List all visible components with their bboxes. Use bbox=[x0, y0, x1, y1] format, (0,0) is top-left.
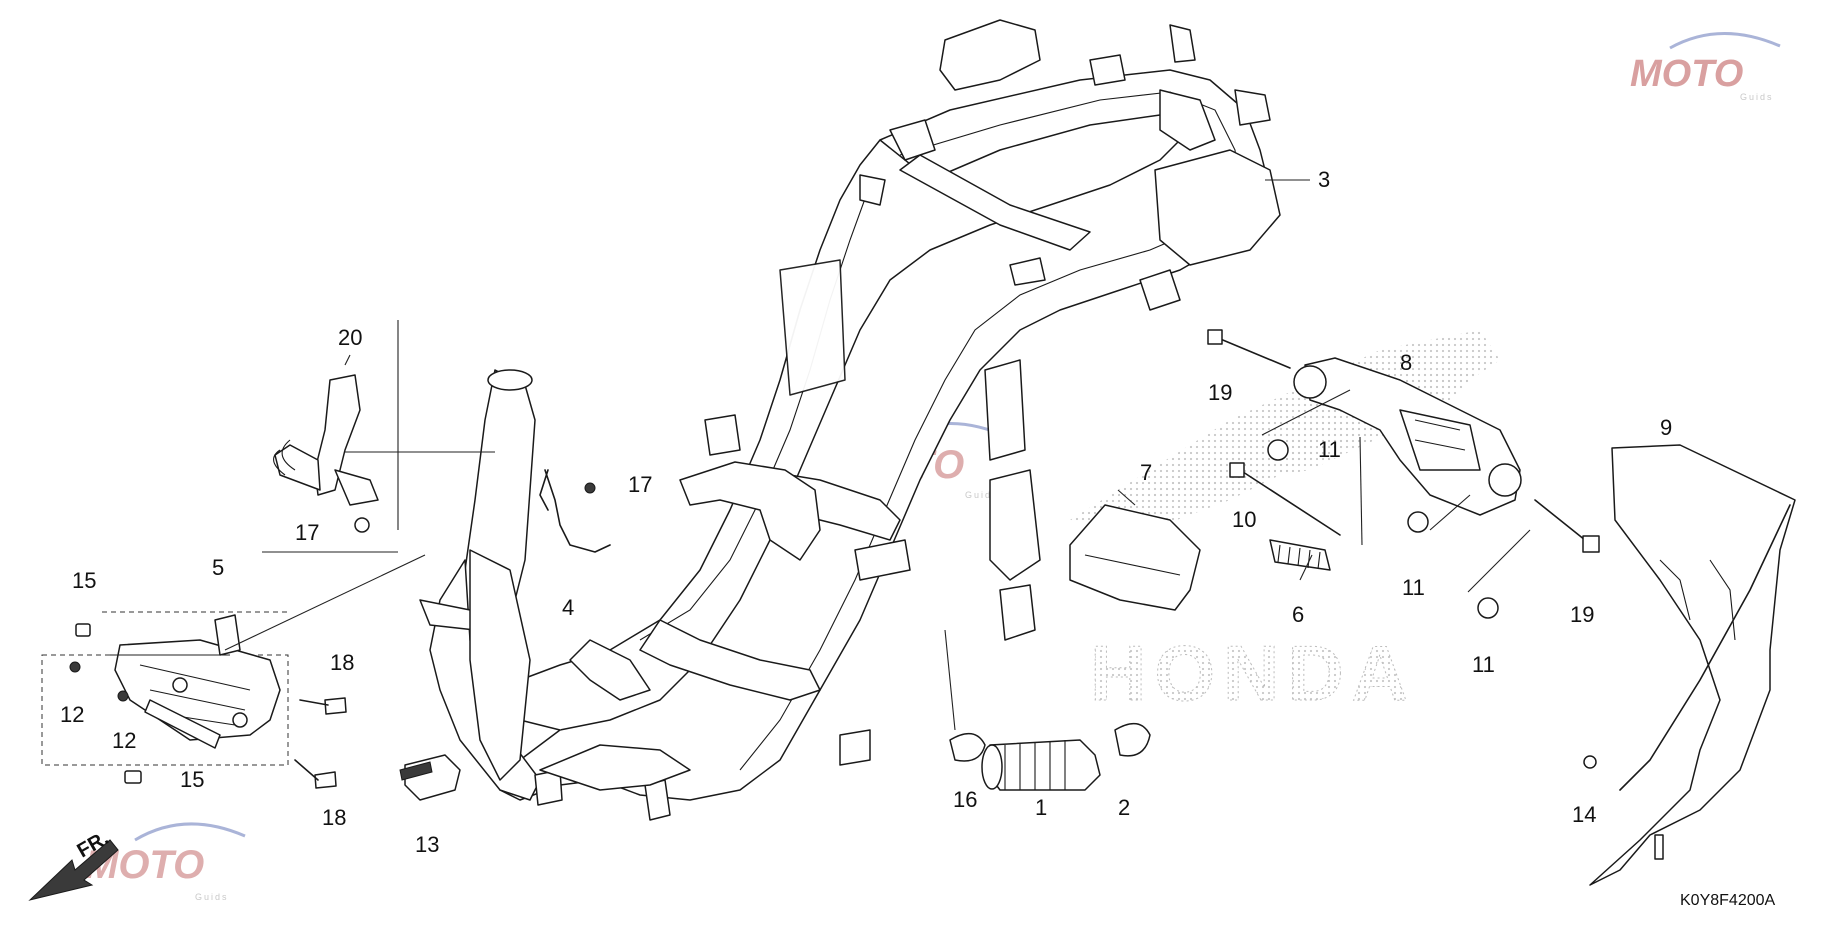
honda-background-text: HONDA bbox=[1090, 629, 1416, 717]
callout-12a: 12 bbox=[60, 702, 84, 727]
callout-6: 6 bbox=[1292, 602, 1304, 627]
callout-19a: 19 bbox=[1208, 380, 1232, 405]
bracket-part-5 bbox=[41, 554, 426, 766]
callout-17a: 17 bbox=[628, 472, 652, 497]
main-frame bbox=[419, 19, 1281, 821]
callout-18a: 18 bbox=[330, 650, 354, 675]
callout-14: 14 bbox=[1572, 802, 1596, 827]
boot-part-1 bbox=[944, 629, 1151, 791]
callout-13: 13 bbox=[415, 832, 439, 857]
callout-8: 8 bbox=[1400, 350, 1412, 375]
callout-11b: 11 bbox=[1402, 575, 1425, 600]
callout-20: 20 bbox=[338, 325, 362, 350]
side-cover-part-9 bbox=[1583, 444, 1796, 886]
diagram-code: K0Y8F4200A bbox=[1680, 892, 1776, 909]
moto-watermark-top: MOTO Guids bbox=[1630, 32, 1781, 102]
watermark-sub-bottom: Guids bbox=[195, 892, 229, 902]
rubber-part-6 bbox=[1269, 539, 1331, 571]
callout-1: 1 bbox=[1035, 795, 1047, 820]
moto-watermark-bottom: MOTO Guids bbox=[85, 822, 246, 902]
callout-leaders bbox=[344, 179, 1313, 581]
hanger-part-8 bbox=[1293, 357, 1522, 516]
callout-4: 4 bbox=[562, 595, 574, 620]
bracket-part-20 bbox=[262, 320, 495, 553]
callout-11c: 11 bbox=[1472, 652, 1495, 677]
callout-5: 5 bbox=[212, 555, 224, 580]
watermark-sub: Guids bbox=[1740, 92, 1774, 102]
callout-17b: 17 bbox=[295, 520, 319, 545]
fasteners-right bbox=[1207, 329, 1600, 619]
callout-16: 16 bbox=[953, 787, 977, 812]
watermark-brand: MOTO bbox=[1630, 53, 1743, 95]
callout-15a: 15 bbox=[72, 568, 96, 593]
callout-9: 9 bbox=[1660, 415, 1672, 440]
grommet-part-13 bbox=[399, 754, 461, 801]
callout-18b: 18 bbox=[322, 805, 346, 830]
fasteners-left bbox=[69, 623, 347, 789]
callout-3: 3 bbox=[1318, 167, 1330, 192]
callout-11a: 11 bbox=[1318, 437, 1341, 462]
callout-10: 10 bbox=[1232, 507, 1256, 532]
cover-part-7 bbox=[1069, 504, 1201, 611]
callout-2: 2 bbox=[1118, 795, 1130, 820]
wire-part-4 bbox=[539, 469, 611, 553]
callout-12b: 12 bbox=[112, 728, 136, 753]
callout-19b: 19 bbox=[1570, 602, 1594, 627]
watermark-sub-center: Guids bbox=[965, 490, 999, 500]
callout-15b: 15 bbox=[180, 767, 204, 792]
callout-7: 7 bbox=[1140, 460, 1152, 485]
callout-labels: 1 2 3 4 5 6 7 8 9 10 11 11 11 12 12 13 1… bbox=[60, 167, 1672, 857]
